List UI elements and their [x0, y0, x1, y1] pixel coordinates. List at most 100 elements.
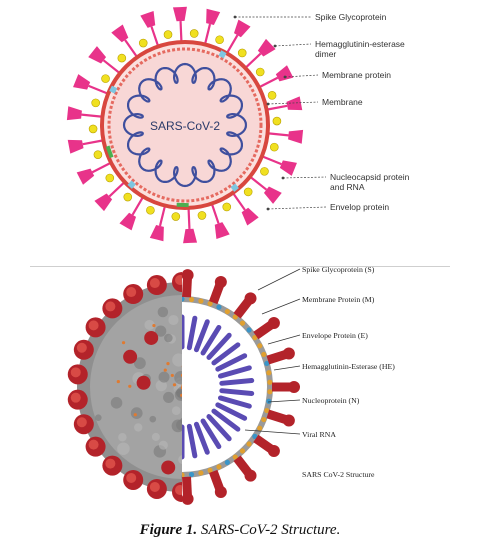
surface-bump: [188, 386, 196, 394]
membrane-protein-dot: [270, 143, 278, 151]
membrane-protein-dot: [172, 213, 180, 221]
surface-bump: [159, 372, 170, 383]
virion-surface-half: [68, 272, 287, 502]
surface-orange-dot: [173, 383, 176, 386]
membrane-bead: [240, 448, 245, 453]
rna-segment: [220, 368, 249, 376]
surface-orange-dot: [171, 374, 174, 377]
surface-spike-highlight: [71, 393, 81, 403]
membrane-bead: [189, 472, 194, 477]
surface-spike-highlight: [150, 482, 160, 492]
cutaway-spike-head: [215, 486, 227, 498]
spike-stalk: [260, 78, 278, 87]
surface-bump: [163, 392, 174, 403]
surface-bump: [152, 433, 160, 441]
caption-prefix: Figure 1.: [140, 522, 198, 538]
top-leader-dot: [267, 208, 270, 211]
spike-stalk: [269, 133, 289, 135]
surface-bump: [184, 399, 194, 409]
top-structure-diagram: SARS-CoV-2 Spike GlycoproteinHemagglutin…: [0, 0, 480, 250]
surface-orange-dot: [199, 381, 202, 384]
spike-head: [67, 106, 82, 120]
membrane-protein-dot: [260, 167, 268, 175]
surface-bump: [168, 315, 178, 325]
surface-orange-dot: [117, 380, 120, 383]
membrane-protein-dot: [223, 203, 231, 211]
top-label-envelope: Envelop protein: [330, 202, 389, 212]
surface-bump: [95, 414, 102, 421]
membrane-bead: [267, 380, 272, 385]
surface-orange-dot: [152, 324, 155, 327]
top-leader-dot: [234, 16, 237, 19]
bottom-leader-line: [274, 366, 300, 370]
cutaway-spikes: [182, 269, 300, 505]
surface-orange-dot: [182, 365, 185, 368]
spike-stalk: [160, 207, 165, 226]
top-leader-line: [268, 207, 326, 209]
surface-bump: [194, 401, 200, 407]
membrane-bead: [261, 417, 266, 422]
cutaway-spike-head: [283, 415, 295, 427]
spike-stalk: [92, 163, 110, 172]
membrane-bead: [198, 470, 203, 475]
surface-spike: [123, 350, 137, 364]
membrane-bead: [257, 343, 262, 348]
membrane-protein-dot: [190, 29, 198, 37]
membrane-bead: [216, 464, 221, 469]
surface-spike-highlight: [89, 320, 99, 330]
membrane-protein-dot: [273, 117, 281, 125]
cutaway-spike-head: [182, 493, 194, 505]
surface-orange-dot: [166, 362, 169, 365]
membrane-bead: [216, 305, 221, 310]
surface-bump: [174, 371, 187, 384]
surface-bump: [159, 441, 168, 450]
membrane-protein-dot: [268, 91, 276, 99]
spike-head: [173, 7, 187, 21]
surface-orange-dot: [189, 375, 192, 378]
membrane-bead: [246, 441, 251, 446]
surface-orange-dot: [134, 413, 137, 416]
top-label-membrane: Membrane: [322, 97, 363, 107]
surface-orange-dot: [164, 369, 167, 372]
top-leader-dot: [267, 103, 270, 106]
spike-stalk: [125, 40, 137, 56]
surface-bump: [172, 406, 181, 415]
membrane-bead: [266, 399, 271, 404]
rna-segment: [189, 318, 195, 347]
surface-bump: [118, 433, 126, 441]
cutaway-spike-head: [288, 381, 300, 393]
surface-bump: [158, 307, 169, 318]
bottom-leader-line: [268, 335, 300, 344]
surface-bump: [164, 334, 173, 343]
surface-bump: [189, 378, 197, 386]
surface-spike-highlight: [89, 440, 99, 450]
spike-head: [73, 74, 90, 89]
spike-stalk: [104, 60, 120, 72]
figure-caption: Figure 1. SARS-CoV-2 Structure.: [0, 522, 480, 539]
spike-stalk: [151, 27, 157, 46]
surface-orange-dot: [181, 374, 184, 377]
membrane-protein-dot: [244, 188, 252, 196]
surface-orange-dot: [122, 341, 125, 344]
cutaway-spike-head: [283, 347, 295, 359]
membrane-protein-dot: [106, 174, 114, 182]
cutaway-spike-head: [245, 470, 257, 482]
membrane-protein-dot: [256, 68, 264, 76]
top-leader-dot: [274, 45, 277, 48]
membrane-protein-dot: [146, 206, 154, 214]
top-leader-line: [275, 44, 311, 46]
rna-segment: [189, 426, 195, 455]
spike-stalk: [246, 54, 261, 68]
spike-stalk: [83, 141, 103, 145]
surface-orange-dot: [192, 376, 195, 379]
membrane-bead: [261, 352, 266, 357]
membrane-protein-dot: [92, 99, 100, 107]
spike-stalk: [268, 106, 288, 110]
spike-stalk: [227, 35, 237, 52]
bottom-leader-line: [258, 269, 300, 290]
spike-head: [68, 140, 84, 154]
spike-head: [215, 222, 230, 239]
cutaway-spike-head: [268, 317, 280, 329]
surface-orange-dot: [128, 385, 131, 388]
membrane-bead: [240, 321, 245, 326]
